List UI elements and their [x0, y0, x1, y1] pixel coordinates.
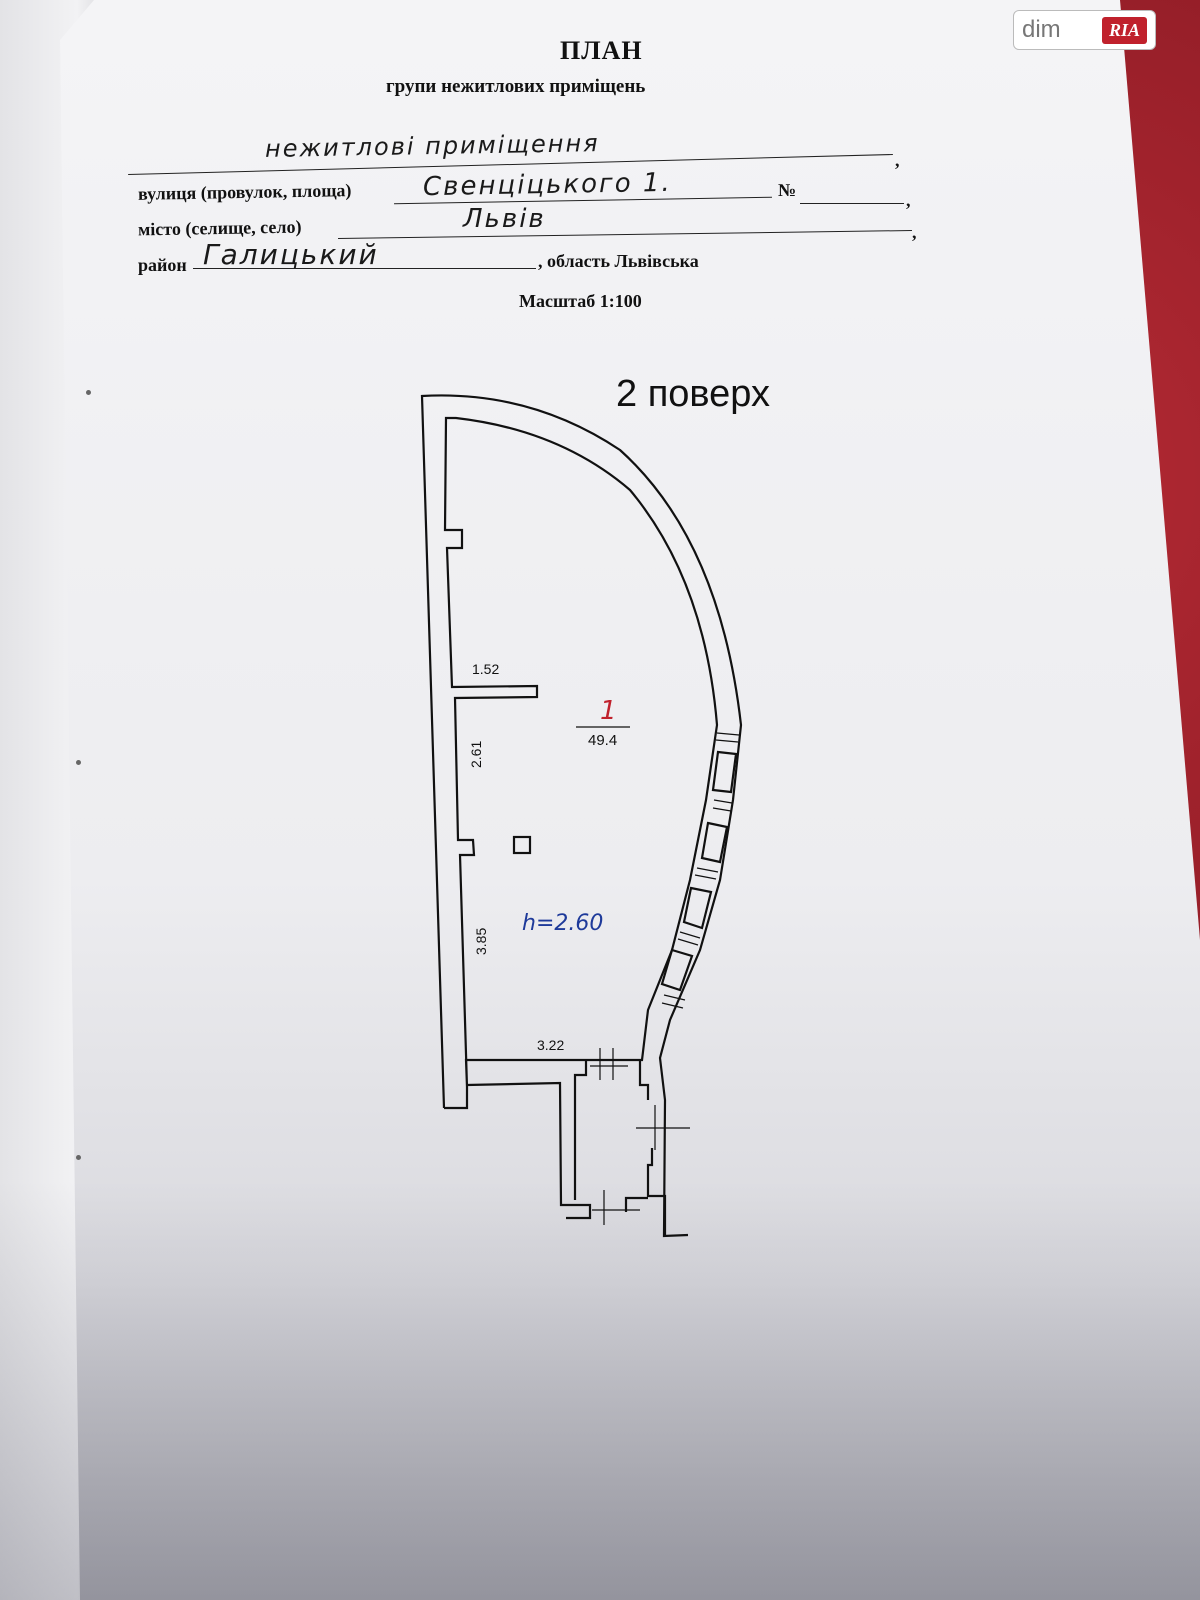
number-underline [800, 203, 904, 204]
dim-ria-logo[interactable]: dim RIA [1013, 10, 1156, 50]
room-number: 1 [600, 696, 617, 726]
corridor-wall [646, 1148, 667, 1236]
binding-hole [86, 390, 91, 395]
bottom-wall [444, 1087, 469, 1110]
corridor-wall [573, 1060, 588, 1200]
corridor-wall [638, 1060, 650, 1100]
window [700, 821, 729, 864]
dim-label: 1.52 [472, 661, 499, 677]
document-sheet [60, 0, 1200, 1600]
page-title: ПЛАН [560, 36, 643, 65]
logo-ria-badge: RIA [1101, 16, 1147, 44]
door-marker [590, 1048, 628, 1080]
column [512, 835, 532, 855]
corridor-wall [466, 1081, 592, 1220]
binding-hole [76, 1155, 81, 1160]
window [682, 886, 713, 930]
page-subtitle: групи нежитлових приміщень [386, 76, 646, 97]
district-underline [193, 268, 536, 269]
door-marker [592, 1190, 640, 1225]
floor-label: 2 поверх [616, 373, 771, 415]
dim-label: 3.22 [537, 1037, 564, 1053]
logo-dim-text: dim [1022, 16, 1061, 43]
window [711, 750, 738, 794]
comma: , [906, 190, 911, 210]
door-marker [636, 1105, 690, 1150]
room-area: 49.4 [588, 732, 617, 749]
outer-wall [420, 394, 743, 1238]
window [660, 948, 694, 992]
inner-wall [443, 416, 719, 1088]
window-hatch [661, 732, 740, 1009]
dim-label: 2.61 [468, 741, 484, 768]
height-note: h=2.60 [522, 911, 603, 936]
dim-label: 3.85 [473, 928, 489, 955]
binding-hole [76, 760, 81, 765]
lower-shadow [0, 1180, 1200, 1600]
district-label: район [138, 255, 187, 275]
region-text: , область Львівська [538, 251, 699, 271]
comma: , [895, 150, 900, 170]
corridor-wall [624, 1196, 648, 1212]
comma: , [912, 222, 917, 242]
city-value: Львів [463, 204, 546, 234]
district-value: Галицький [203, 238, 379, 271]
scale-label: Масштаб 1:100 [519, 291, 642, 311]
number-label: № [778, 180, 797, 200]
